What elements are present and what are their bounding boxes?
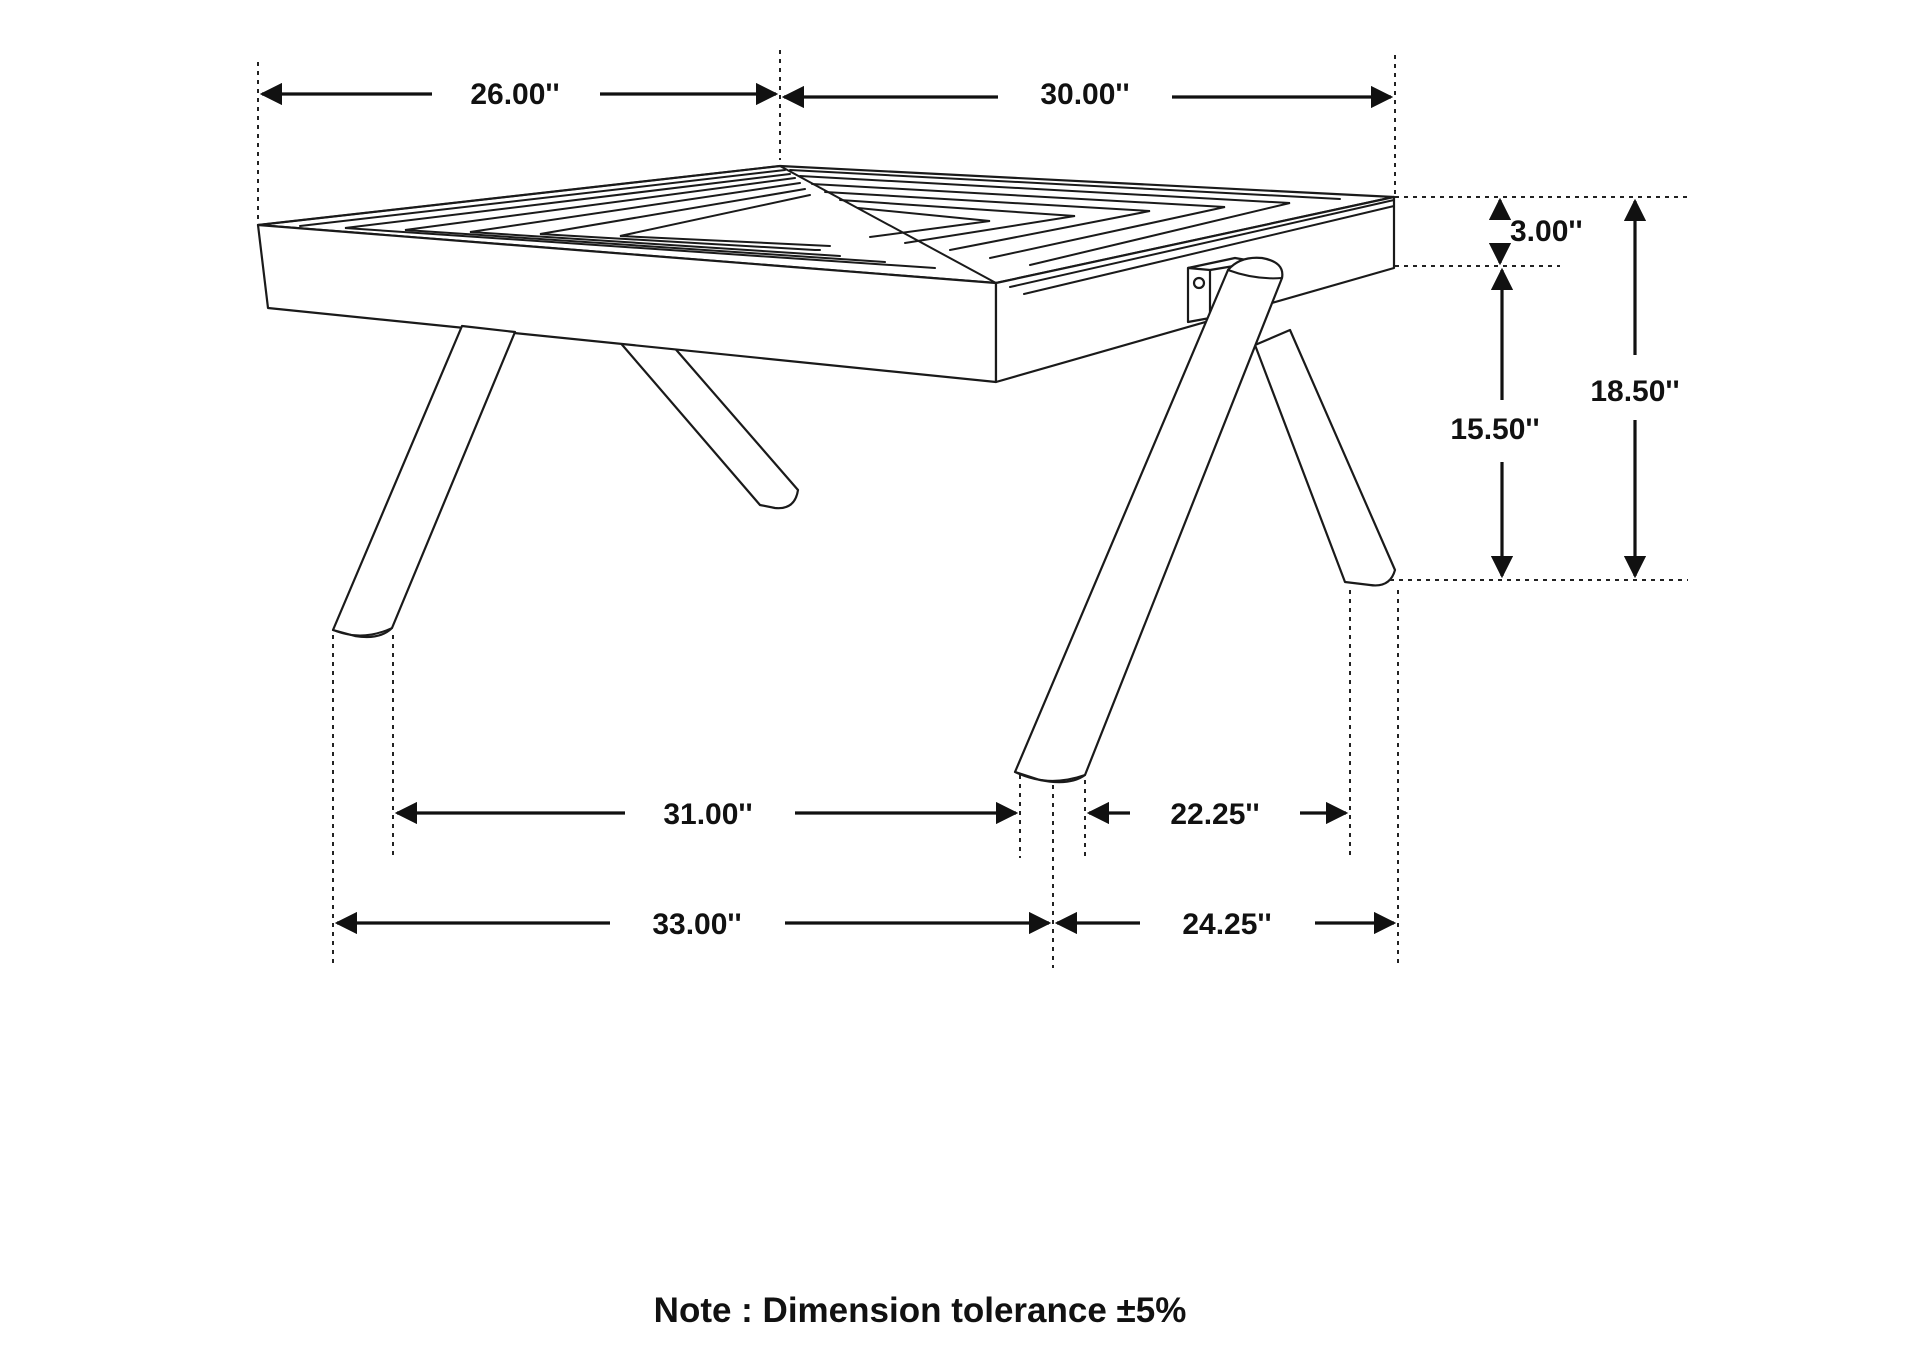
dim-outer-span-left: 33.00'' [652, 908, 741, 941]
dim-overall-height: 18.50'' [1590, 375, 1679, 408]
dimension-labels: 26.00'' 30.00'' 3.00'' 15.50'' 18.50'' 3… [470, 78, 1679, 941]
leg-back-left [616, 338, 800, 510]
leg-back-right [1253, 328, 1397, 587]
dim-apron-to-floor: 15.50'' [1450, 413, 1539, 446]
dimension-arrows [259, 82, 1647, 935]
dim-inner-span-right: 22.25'' [1170, 798, 1259, 831]
tabletop-planks [257, 165, 1395, 295]
table-drawing [256, 164, 1397, 784]
dim-top-right: 30.00'' [1040, 78, 1129, 111]
dim-inner-span-left: 31.00'' [663, 798, 752, 831]
dim-top-thickness: 3.00'' [1510, 215, 1583, 248]
tolerance-note: Note : Dimension tolerance ±5% [654, 1291, 1187, 1330]
leg-front-left [331, 324, 517, 639]
extension-lines [257, 50, 1688, 968]
dim-top-left: 26.00'' [470, 78, 559, 111]
leg-front-right-a [1013, 256, 1284, 784]
dim-outer-span-right: 24.25'' [1182, 908, 1271, 941]
